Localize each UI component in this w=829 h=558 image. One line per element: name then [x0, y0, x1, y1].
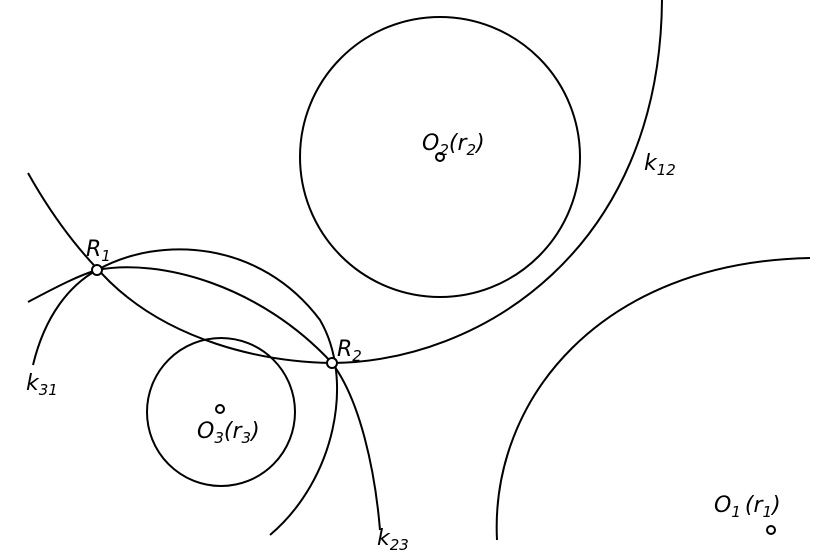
label-r2: R2 [337, 337, 362, 365]
circle-o1-arc [495, 257, 811, 541]
center-o1 [766, 525, 776, 535]
center-o3 [215, 404, 225, 414]
curve-k31 [32, 248, 338, 536]
circle-o3 [146, 337, 296, 487]
label-o2: O2(r2) [422, 131, 485, 159]
label-o1: O1(r1) [714, 493, 781, 521]
curve-k23 [27, 266, 381, 531]
label-k23: k23 [377, 526, 409, 554]
label-k31: k31 [26, 371, 58, 399]
label-o3: O3(r3) [197, 419, 260, 447]
label-k12: k12 [644, 151, 676, 179]
label-r1: R1 [86, 237, 111, 265]
circle-o2 [299, 16, 581, 298]
curve-k12 [27, 0, 663, 365]
center-o2 [435, 152, 445, 162]
point-r1 [91, 264, 103, 276]
point-r2 [326, 357, 338, 369]
